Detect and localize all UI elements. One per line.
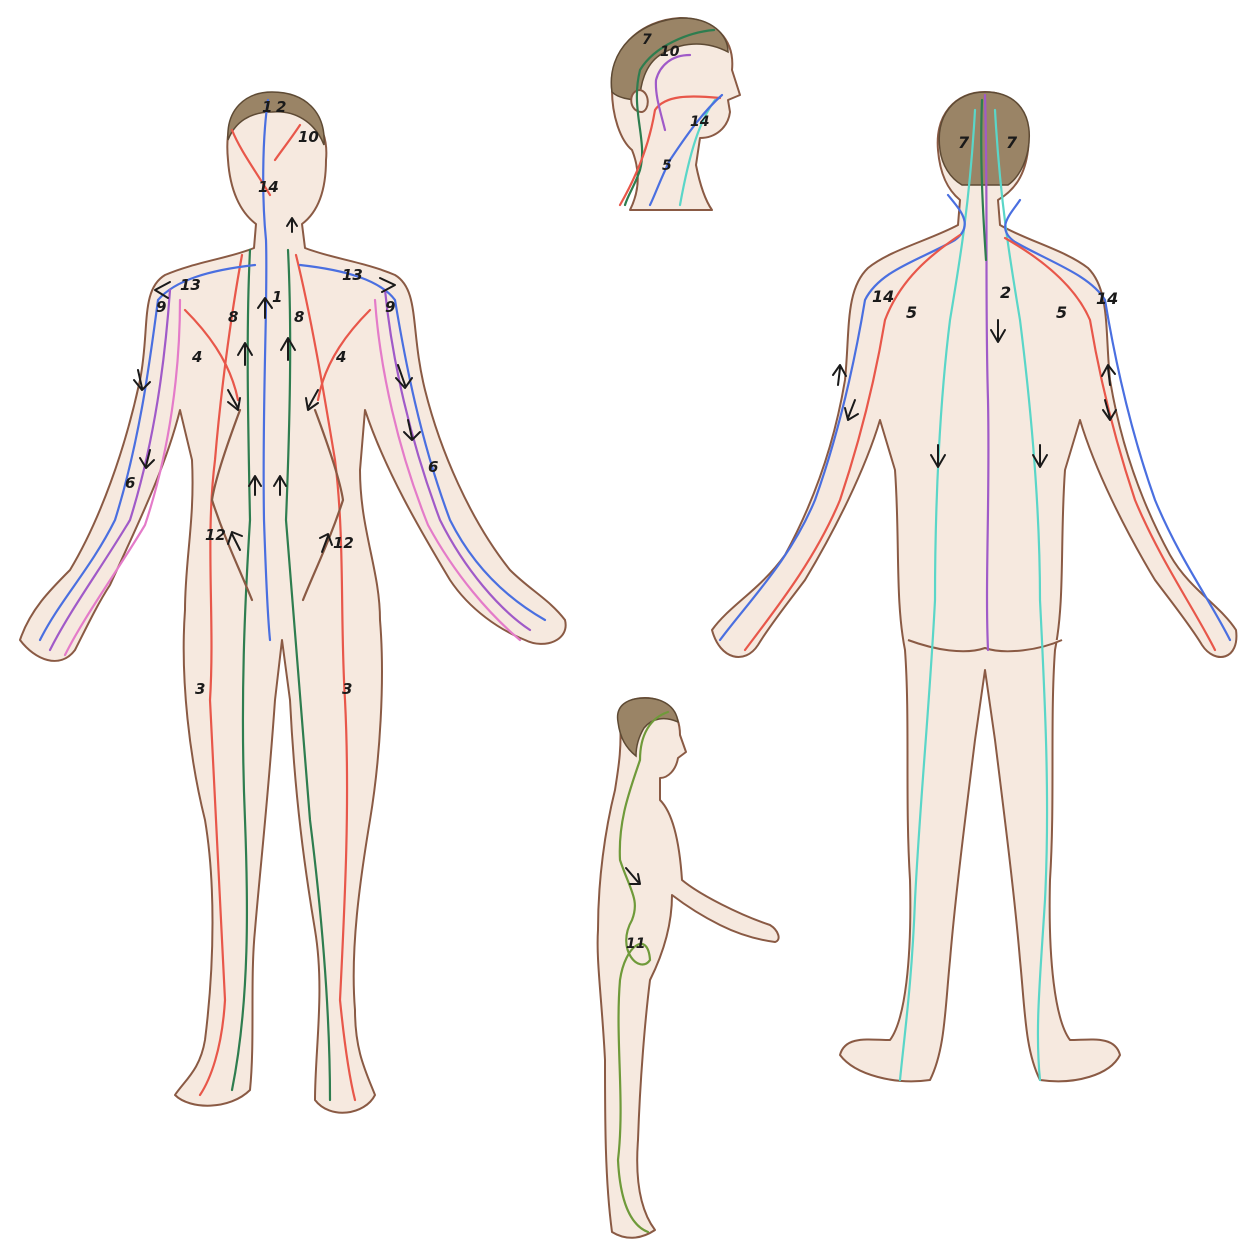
label-meridian: 7 [958, 133, 970, 152]
side-body-silhouette [598, 698, 779, 1238]
label-meridian: 5 [1056, 303, 1067, 322]
label-meridian: 14 [872, 287, 894, 306]
label-meridian: 6 [125, 474, 135, 492]
label-meridian: 6 [428, 458, 438, 476]
label-meridian: 8 [294, 308, 304, 326]
label-meridian: 10 [660, 44, 680, 60]
label-meridian: 7 [1006, 133, 1018, 152]
label-meridian: 8 [228, 308, 238, 326]
label-meridian: 5 [906, 303, 917, 322]
label-meridian: 4 [335, 348, 346, 366]
label-meridian: 14 [690, 114, 709, 130]
label-meridian: 1 [272, 288, 282, 306]
label-meridian: 12 [205, 526, 226, 544]
label-meridian: 7 [642, 32, 652, 48]
label-meridian: 13 [180, 276, 201, 294]
label-meridian: 12 [333, 534, 354, 552]
label-meridian: 3 [342, 680, 352, 698]
label-meridian: 11 [626, 936, 645, 952]
label-meridian: 5 [662, 158, 672, 174]
label-meridian: 4 [191, 348, 202, 366]
label-meridian: 2 [276, 98, 286, 116]
head-profile-figure: 7 10 14 5 [611, 18, 740, 210]
label-meridian: 13 [342, 266, 363, 284]
label-meridian: 9 [156, 298, 166, 316]
head-profile-ear [631, 90, 648, 112]
label-meridian: 9 [385, 298, 395, 316]
label-meridian: 1 [262, 98, 272, 116]
label-meridian: 3 [195, 680, 205, 698]
side-body-figure: 11 [598, 698, 779, 1238]
label-meridian: 14 [1096, 289, 1118, 308]
label-meridian: 2 [1000, 283, 1011, 302]
front-body-figure: 1 2 10 14 13 13 9 9 8 1 8 4 4 6 6 12 12 … [20, 92, 566, 1113]
back-body-figure: 7 7 2 14 5 5 14 [712, 92, 1236, 1081]
label-meridian: 14 [258, 178, 279, 196]
side-labels: 11 [626, 936, 645, 952]
label-meridian: 10 [298, 128, 319, 146]
